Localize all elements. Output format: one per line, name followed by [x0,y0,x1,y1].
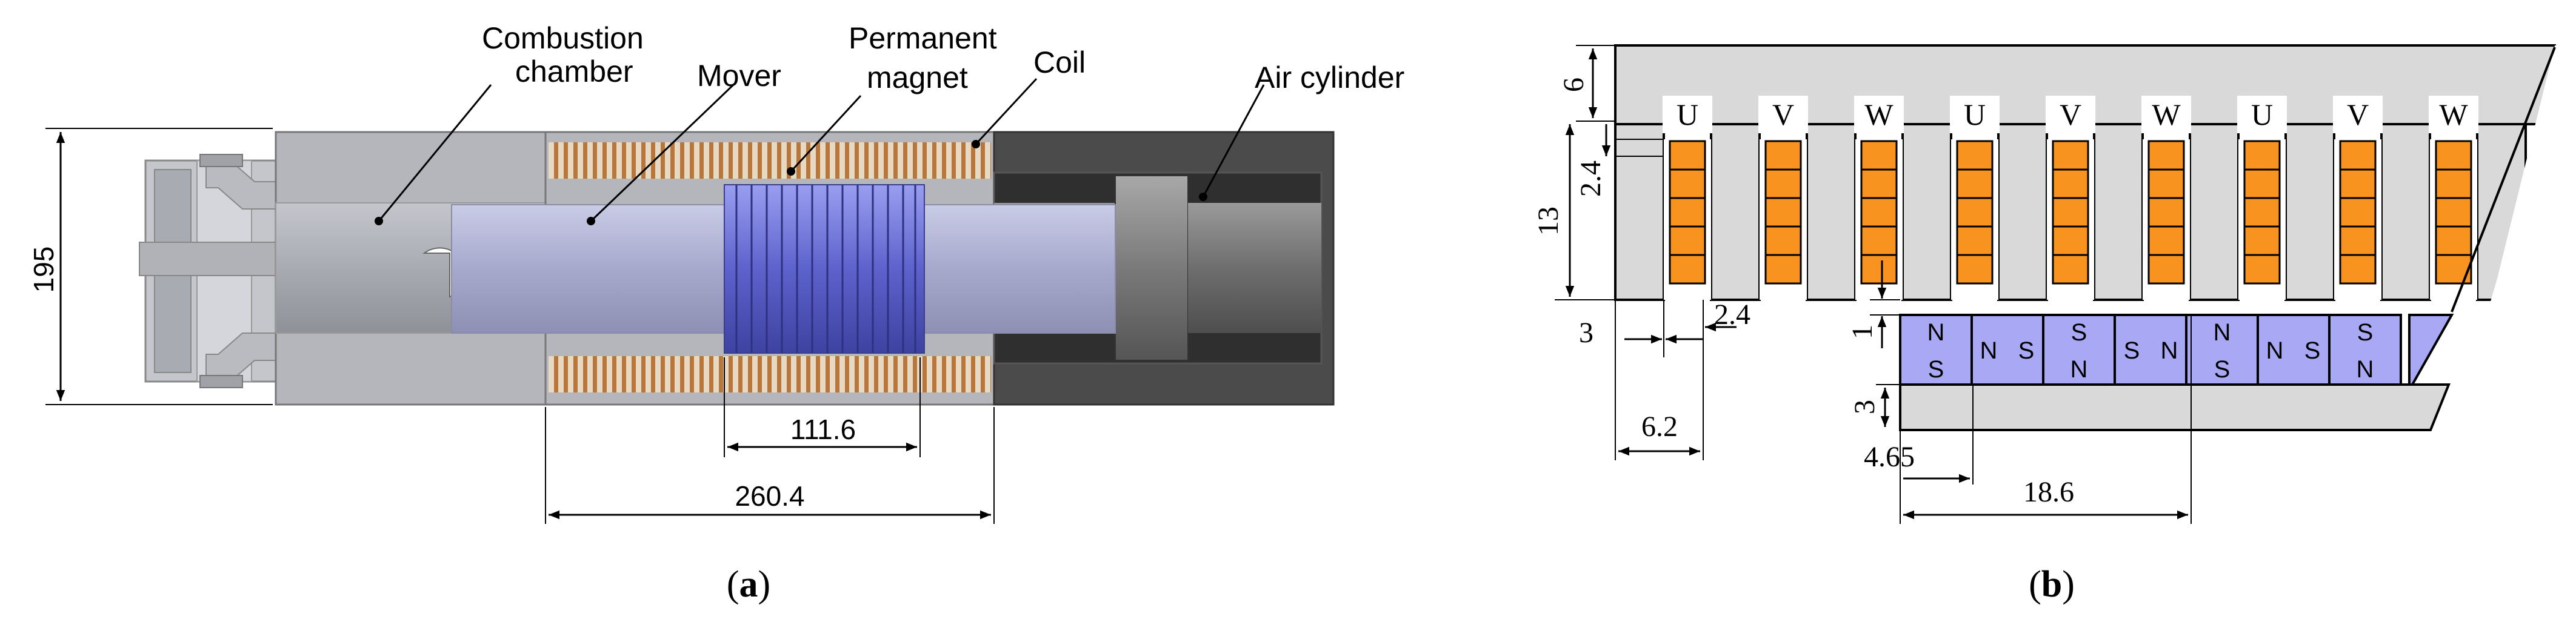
phase-box [1950,96,2000,133]
stator-tooth [1614,123,1665,301]
pole-left: N [2266,337,2284,364]
pole-right: S [2304,337,2321,364]
phase-label: U [1677,98,1698,131]
phase-label: U [2251,98,2273,131]
phase-box [2237,96,2287,133]
slot-coil [2143,139,2190,300]
phase-box [2429,96,2478,133]
dim-back-iron: 3 [1849,400,1881,414]
phase-label: U [1964,98,1986,131]
dim-magnet-width: 4.65 [1864,441,1915,473]
dim-tooth-width: 3 [1579,317,1593,349]
dim-slot-pitch: 6.2 [1641,411,1678,443]
phase-box [2141,96,2191,133]
stator-tooth [2380,123,2431,301]
label-mover: Mover [697,59,781,93]
slot-coil [1951,139,1998,300]
pole-bottom: N [2357,356,2374,383]
pole-right: S [2018,337,2035,364]
pole-bottom: N [2070,356,2088,383]
mover-back-iron [1899,383,2451,431]
pole-left: N [1980,337,1998,364]
label-magnet-line2: magnet [867,61,968,94]
caption-a: (a) [727,564,770,605]
pole-bottom: S [2214,356,2231,383]
pm-segment: SN [2042,314,2116,386]
phase-label: W [2439,98,2468,131]
pole-top: N [1927,319,1945,346]
phase-label: V [1772,98,1794,131]
stator-tooth [1806,123,1857,301]
label-combustion-line2: chamber [515,55,633,88]
phase-label: V [2060,98,2081,131]
stator-tooth [2284,123,2335,301]
air-piston [1115,175,1189,361]
phase-box [1758,96,1808,133]
phase-box [1663,96,1712,133]
engine-head [139,154,279,388]
dim-height [45,128,273,405]
pole-top: S [2071,319,2087,346]
dim-coil [545,407,995,524]
dim-yoke: 6 [1558,78,1590,92]
panel-a: Combustion chamber Mover Permanent magne… [28,21,1404,605]
slot-coil [2430,139,2477,300]
coil-bottom [549,356,991,392]
slot-coil [2238,139,2286,300]
dim-pole-pitch: 18.6 [2023,476,2074,508]
magnet-partial [2408,314,2454,386]
pm-segment: NS [2185,314,2259,386]
stator-tooth [2189,123,2240,301]
dim-tooth-tip: 2.4 [1575,160,1607,197]
stator-tooth [2093,123,2144,301]
dim-magnet-value: 111.6 [790,414,856,445]
phase-label: W [2152,98,2181,131]
pole-top: S [2357,319,2374,346]
caption-b: (b) [2029,564,2075,605]
slot-coil [1664,139,1711,300]
pm-segment: SN [2328,314,2402,386]
leader-lines [378,78,1265,222]
dim-height-value: 195 [28,246,59,293]
permanent-magnet [724,184,925,354]
pole-left: S [2124,337,2140,364]
slot-coil [2334,139,2381,300]
stator-slots [1664,139,2477,300]
label-magnet-line1: Permanent [849,21,997,55]
dim-coil-value: 260.4 [735,480,804,512]
dim-airgap: 1 [1846,325,1878,339]
panel-b-dims [1555,45,2192,524]
phase-box [1854,96,1904,133]
slot-coil [1855,139,1903,300]
dim-magnet [724,357,921,457]
pole-top: N [2214,319,2231,346]
slot-coil [1760,139,1807,300]
phase-box [2046,96,2095,133]
stator-tooth [1997,123,2048,301]
pm-segment: NS [1899,314,1973,386]
stator-tooth [1901,123,1952,301]
pole-right: N [2161,337,2178,364]
dim-slot-depth: 13 [1532,207,1564,236]
phase-label: W [1864,98,1894,131]
pole-bottom: S [1928,356,1944,383]
label-air-cylinder: Air cylinder [1255,61,1404,94]
stator-tooth [1710,123,1761,301]
coil-top [549,142,991,179]
phase-label: V [2347,98,2369,131]
phase-box [2333,96,2383,133]
slot-coil [2047,139,2094,300]
dim-slot-width: 2.4 [1714,299,1750,331]
label-combustion-line1: Combustion [482,21,644,55]
label-coil: Coil [1033,45,1086,79]
